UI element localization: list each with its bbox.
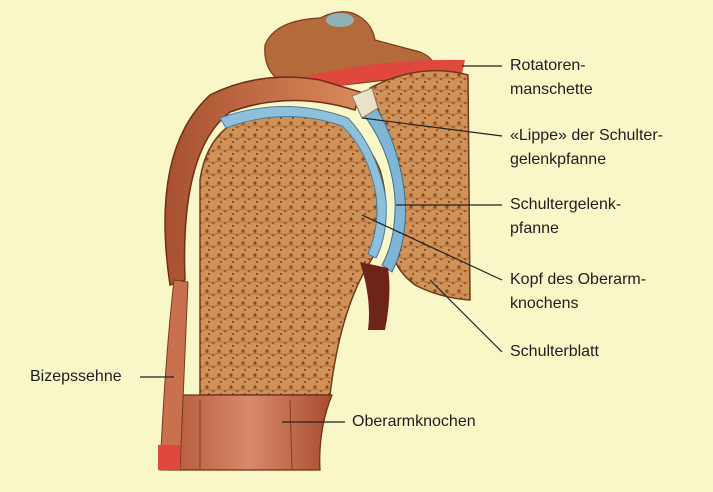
label-line: Schultergelenk-: [510, 193, 621, 217]
label-labrum: «Lippe» der Schulter- gelenkpfanne: [510, 124, 663, 172]
label-line: Oberarmknochen: [352, 410, 476, 434]
label-line: knochens: [510, 292, 646, 316]
label-scapula: Schulterblatt: [510, 340, 599, 364]
label-line: «Lippe» der Schulter-: [510, 124, 663, 148]
label-biceps-tendon: Bizepssehne: [30, 365, 122, 389]
label-line: gelenkpfanne: [510, 148, 663, 172]
humeral-head: [200, 108, 386, 395]
label-humerus: Oberarmknochen: [352, 410, 476, 434]
label-line: Schulterblatt: [510, 340, 599, 364]
label-line: pfanne: [510, 217, 621, 241]
label-line: Kopf des Oberarm-: [510, 268, 646, 292]
label-glenoid: Schultergelenk- pfanne: [510, 193, 621, 241]
humerus-shaft: [168, 395, 332, 470]
label-line: manschette: [510, 78, 593, 102]
label-line: Bizepssehne: [30, 365, 122, 389]
label-line: Rotatoren-: [510, 54, 593, 78]
label-humeral-head: Kopf des Oberarm- knochens: [510, 268, 646, 316]
label-rotator-cuff: Rotatoren- manschette: [510, 54, 593, 102]
